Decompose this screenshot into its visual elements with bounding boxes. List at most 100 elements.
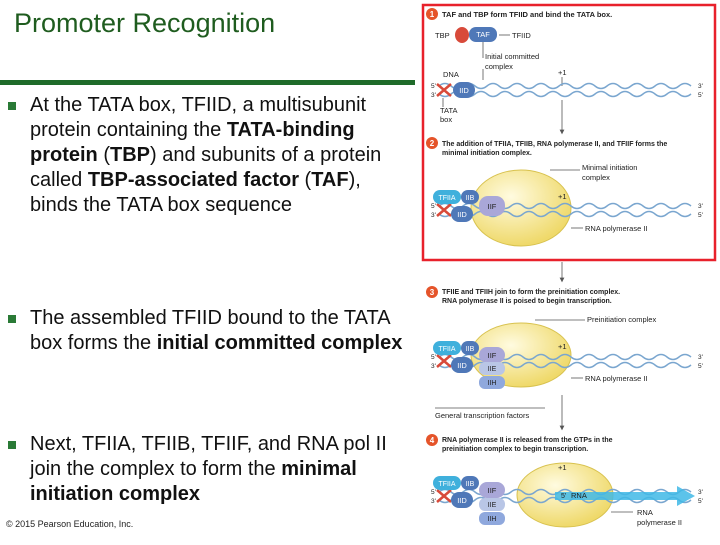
figure-svg: 1 TAF and TBP form TFIID and bind the TA… bbox=[421, 3, 717, 528]
step-2-caption-2: minimal initiation complex. bbox=[442, 150, 532, 157]
step-badge-circle bbox=[426, 434, 438, 446]
taf-shape bbox=[469, 27, 497, 42]
bold-term: initial committed complex bbox=[156, 332, 403, 354]
dna-strand-bottom bbox=[438, 90, 692, 98]
tfiid-label: TFIID bbox=[512, 31, 531, 40]
text-run: ( bbox=[97, 144, 110, 166]
tbp-label: TBP bbox=[435, 31, 450, 40]
rna-pol-label-1: RNA bbox=[637, 508, 653, 517]
dna-strand-top bbox=[438, 82, 692, 90]
tfiid-blob bbox=[451, 492, 473, 508]
tfiib-shape bbox=[461, 476, 479, 490]
step-4-caption-2: preinitiation complex to begin transcrip… bbox=[442, 446, 588, 453]
step-3-caption-2: RNA polymerase II is poised to begin tra… bbox=[442, 298, 612, 305]
tfiie-label: IIE bbox=[488, 366, 497, 373]
bullet-3: Next, TFIIA, TFIIB, TFIIF, and RNA pol I… bbox=[8, 432, 413, 507]
bullet-marker bbox=[8, 102, 16, 110]
minimal-label-1: Minimal initiation bbox=[582, 163, 637, 172]
bullet-1: At the TATA box, TFIID, a multisubunit p… bbox=[8, 93, 408, 218]
step-4-caption-1: RNA polymerase II is released from the G… bbox=[442, 437, 613, 444]
rna-pol-label: RNA polymerase II bbox=[585, 374, 648, 383]
bold-term: minimal initiation complex bbox=[30, 458, 357, 505]
tfiih-shape bbox=[479, 376, 505, 389]
tata-box-mark bbox=[436, 83, 452, 97]
tata-box-mark bbox=[436, 489, 452, 503]
bullet-marker bbox=[8, 441, 16, 449]
tfiib-label: IIB bbox=[466, 481, 475, 488]
five-prime: 5' bbox=[431, 354, 436, 361]
tata-box-mark bbox=[436, 354, 452, 368]
bullet-marker bbox=[8, 315, 16, 323]
step-number: 3 bbox=[430, 288, 435, 297]
bullet-2: The assembled TFIID bound to the TATA bo… bbox=[8, 306, 408, 356]
bold-term: TATA-binding protein bbox=[30, 119, 355, 166]
three-prime-right: 3' bbox=[698, 203, 703, 210]
five-prime-right: 5' bbox=[698, 498, 703, 505]
tfiia-shape bbox=[433, 190, 461, 204]
tfiid-blob bbox=[453, 82, 475, 98]
text-run: The assembled TFIID bound to the TATA bo… bbox=[30, 307, 390, 354]
tfiih-label: IIH bbox=[488, 516, 497, 523]
rna-polymerase-shape bbox=[470, 169, 572, 247]
step-2-caption-1: The addition of TFIIA, TFIIB, RNA polyme… bbox=[442, 141, 667, 148]
text-run: ) and subunits of a protein called bbox=[30, 144, 382, 191]
tata-label-1: TATA bbox=[440, 106, 458, 115]
step-badge-circle bbox=[426, 286, 438, 298]
three-prime: 3' bbox=[431, 212, 436, 219]
dna-label: DNA bbox=[443, 70, 459, 79]
bold-term: TBP-associated factor bbox=[87, 169, 299, 191]
tata-box-mark bbox=[436, 203, 452, 217]
page-title: Promoter Recognition bbox=[14, 8, 276, 38]
tfiih-shape bbox=[479, 512, 505, 525]
title-divider bbox=[0, 80, 720, 85]
five-prime: 5' bbox=[431, 203, 436, 210]
tfiie-shape bbox=[479, 498, 505, 511]
five-prime: 5' bbox=[431, 489, 436, 496]
bullet-text: At the TATA box, TFIID, a multisubunit p… bbox=[30, 93, 408, 218]
tfiib-label: IIB bbox=[466, 195, 475, 202]
tfiif-shape bbox=[479, 347, 505, 363]
highlight-box bbox=[421, 3, 717, 262]
five-prime-right: 5' bbox=[698, 363, 703, 370]
three-prime: 3' bbox=[431, 498, 436, 505]
tbp-shape bbox=[455, 27, 469, 43]
three-prime-right: 3' bbox=[698, 354, 703, 361]
step-badge-circle bbox=[426, 137, 438, 149]
step-1-caption: TAF and TBP form TFIID and bind the TATA… bbox=[442, 10, 612, 19]
bullet-text: The assembled TFIID bound to the TATA bo… bbox=[30, 306, 408, 356]
tata-label-2: box bbox=[440, 115, 452, 124]
five-prime-right: 5' bbox=[698, 212, 703, 219]
text-run: Next, TFIIA, TFIIB, TFIIF, and RNA pol I… bbox=[30, 433, 387, 480]
five-prime-rna: 5' bbox=[561, 493, 566, 500]
step-number: 2 bbox=[430, 139, 435, 148]
bold-term: TAF bbox=[311, 169, 349, 191]
tfiid-blob-label: IID bbox=[459, 86, 469, 95]
tfiia-shape bbox=[433, 476, 461, 490]
bullet-text: Next, TFIIA, TFIIB, TFIIF, and RNA pol I… bbox=[30, 432, 413, 507]
rna-pol-label-2: polymerase II bbox=[637, 518, 682, 527]
step-4-badge: 4 bbox=[426, 434, 438, 446]
tfiib-label: IIB bbox=[466, 346, 475, 353]
text-run: At the TATA box, TFIID, a multisubunit p… bbox=[30, 94, 367, 141]
step-1-badge: 1 bbox=[426, 8, 438, 20]
three-prime-bottom: 3' bbox=[431, 92, 436, 99]
tfiid-blob bbox=[451, 206, 473, 222]
tfiid-blob bbox=[451, 357, 473, 373]
tfiif-shape bbox=[479, 196, 505, 216]
step-3-badge: 3 bbox=[426, 286, 438, 298]
tfiib-shape bbox=[461, 341, 479, 355]
plus-one-label: +1 bbox=[558, 463, 567, 472]
copyright-notice: © 2015 Pearson Education, Inc. bbox=[6, 519, 134, 529]
tfiif-label: IIF bbox=[488, 202, 497, 211]
bold-term: TBP bbox=[110, 144, 150, 166]
tfiib-shape bbox=[461, 190, 479, 204]
five-prime-top: 5' bbox=[431, 83, 436, 90]
rna-label: RNA bbox=[571, 491, 587, 500]
three-prime-right: 3' bbox=[698, 489, 703, 496]
plus-one-label: +1 bbox=[558, 68, 567, 77]
taf-label: TAF bbox=[476, 30, 490, 39]
tfiif-label: IIF bbox=[488, 486, 497, 495]
tfiid-blob-label: IID bbox=[457, 210, 467, 219]
rna-pol-label: RNA polymerase II bbox=[585, 224, 648, 233]
tfiia-label: TFIIA bbox=[438, 346, 455, 353]
